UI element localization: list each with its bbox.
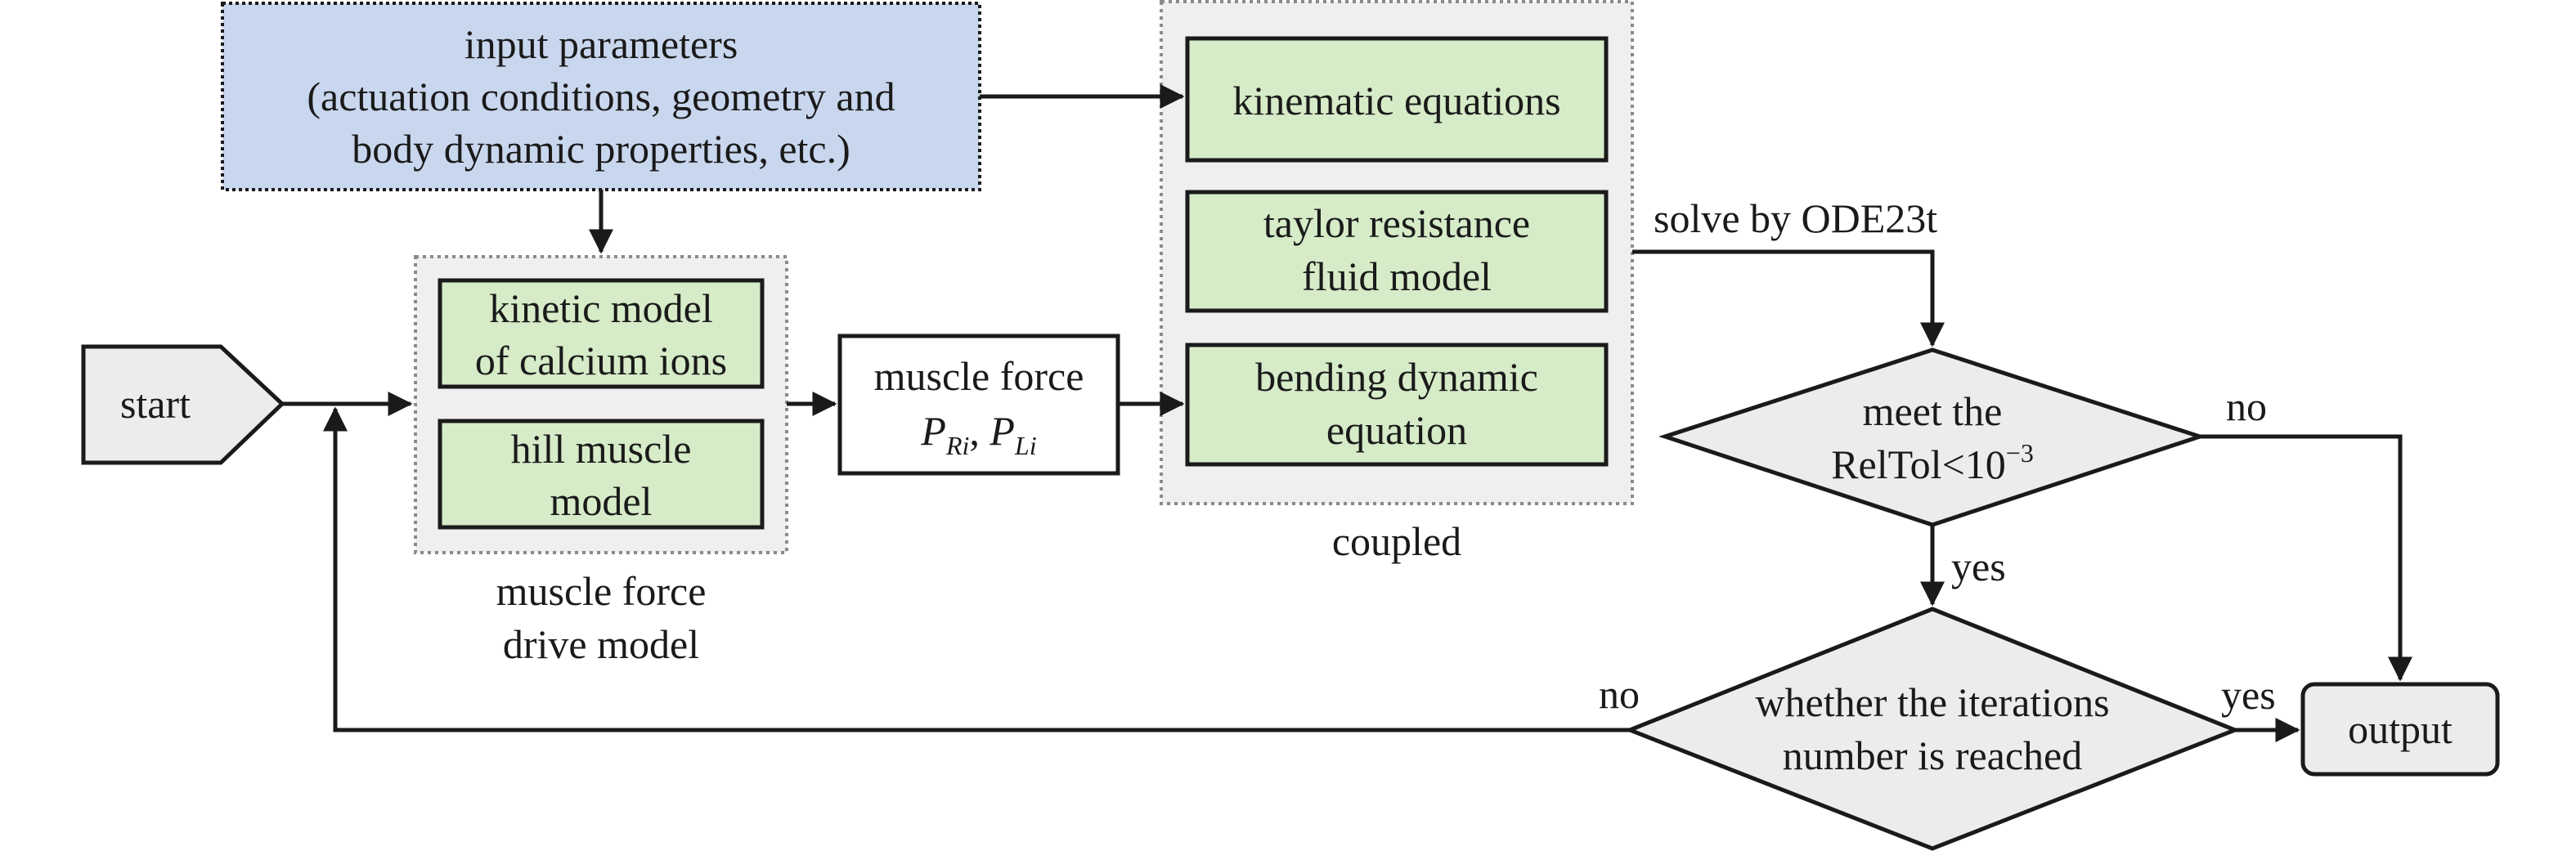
start-label: start <box>120 381 191 427</box>
muscle-group-caption-line1: muscle force <box>496 568 707 614</box>
iteration-yes-label: yes <box>2221 672 2276 718</box>
arrow-coupled-to-reltol <box>1632 249 1945 347</box>
muscle-force-label: muscle force <box>874 353 1084 399</box>
reltol-decision-node: meet the RelTol<10−3 <box>1658 347 2207 527</box>
iteration-line2: number is reached <box>1783 732 2083 778</box>
arrow-reltol-no-to-output <box>2200 434 2412 682</box>
input-parameters-node: input parameters (actuation conditions, … <box>221 2 981 191</box>
coupled-group: kinematic equations taylor resistance fl… <box>1160 0 1634 564</box>
input-parameters-line1: input parameters <box>464 21 738 67</box>
kinetic-calcium-model-node: kinetic model of calcium ions <box>438 278 765 389</box>
output-label: output <box>2348 706 2453 752</box>
arrow-iteration-no-loop-back <box>323 406 1630 732</box>
iteration-decision-node: whether the iterations number is reached <box>1624 607 2241 851</box>
bending-dynamic-node: bending dynamic equation <box>1185 343 1609 467</box>
reltol-line2: RelTol<10−3 <box>1831 438 2034 487</box>
iteration-line1: whether the iterations <box>1755 679 2109 725</box>
reltol-line1: meet the <box>1863 388 2003 434</box>
kinetic-model-line2: of calcium ions <box>475 338 727 383</box>
hill-muscle-model-node: hill muscle model <box>438 419 765 530</box>
taylor-line1: taylor resistance <box>1263 200 1530 246</box>
input-parameters-line3: body dynamic properties, etc.) <box>352 126 850 172</box>
kinematic-equations-label: kinematic equations <box>1232 78 1560 123</box>
taylor-line2: fluid model <box>1302 253 1492 299</box>
muscle-force-symbols: PRi, PLi <box>920 408 1036 460</box>
muscle-group-caption-line2: drive model <box>503 621 699 667</box>
reltol-no-label: no <box>2226 383 2267 429</box>
hill-model-line1: hill muscle <box>511 426 692 472</box>
output-node: output <box>2300 682 2500 777</box>
kinematic-equations-node: kinematic equations <box>1185 36 1609 163</box>
bending-line2: equation <box>1326 407 1467 453</box>
input-parameters-line2: (actuation conditions, geometry and <box>307 74 895 119</box>
coupled-caption: coupled <box>1332 518 1461 564</box>
kinetic-model-line1: kinetic model <box>489 285 713 331</box>
reltol-yes-label: yes <box>1951 544 2006 589</box>
bending-line1: bending dynamic <box>1255 354 1538 400</box>
start-node: start <box>81 344 285 465</box>
iteration-no-label: no <box>1599 671 1640 717</box>
taylor-resistance-node: taylor resistance fluid model <box>1185 190 1609 313</box>
solve-label: solve by ODE23t <box>1654 195 1937 241</box>
muscle-force-node: muscle force PRi, PLi <box>837 334 1120 476</box>
muscle-force-drive-model-group: kinetic model of calcium ions hill muscl… <box>414 255 788 667</box>
hill-model-line2: model <box>550 478 653 524</box>
